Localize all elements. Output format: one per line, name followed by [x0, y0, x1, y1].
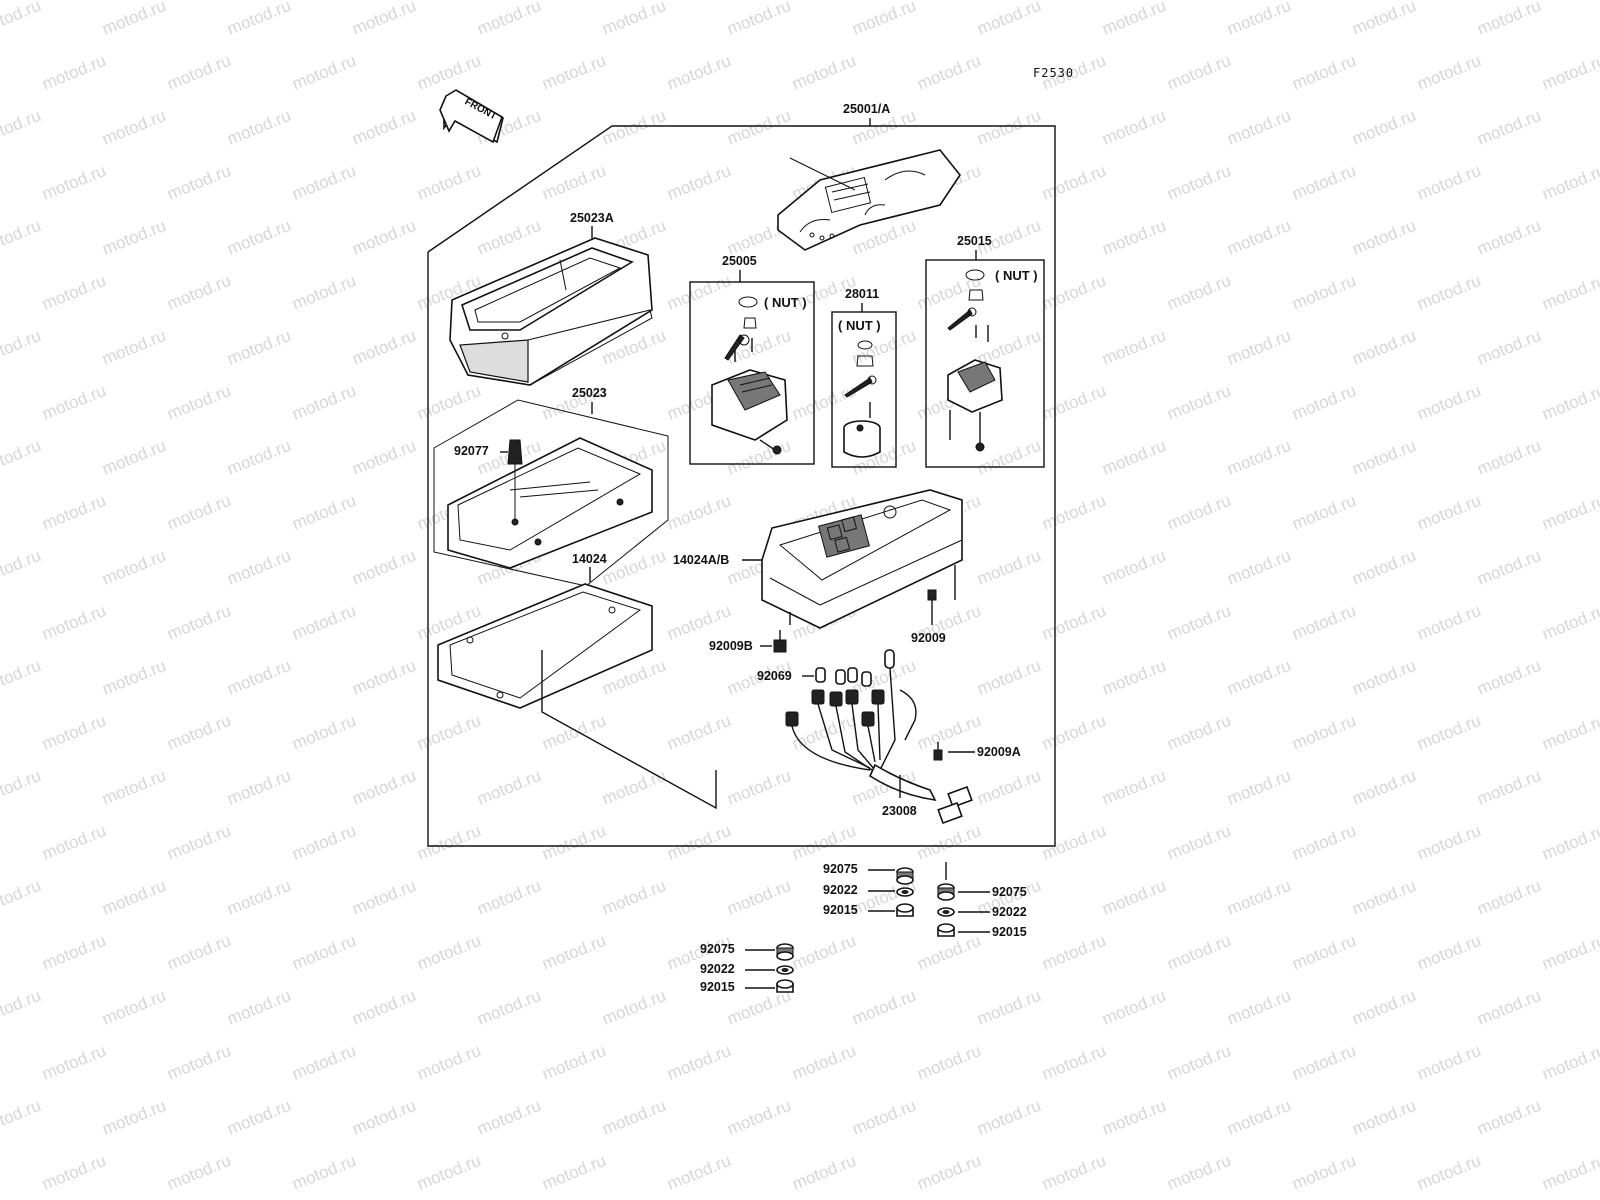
label-g1-92022: 92022	[823, 883, 858, 897]
meter-top-cover	[449, 237, 653, 386]
label-25023A: 25023A	[570, 211, 614, 225]
meter-lens	[447, 437, 653, 569]
label-g1-92075: 92075	[823, 862, 858, 876]
grommet-set-1-icon	[896, 867, 914, 917]
screw-92009B-icon	[773, 630, 787, 653]
nut-note-25005: ( NUT )	[764, 295, 807, 310]
screw-92077-icon	[507, 439, 523, 526]
wiring-harness-23008	[791, 667, 973, 825]
label-g3-92022: 92022	[700, 962, 735, 976]
label-g3-92075: 92075	[700, 942, 735, 956]
screw-92009-icon	[927, 589, 937, 625]
label-g2-92075: 92075	[992, 885, 1027, 899]
label-92009B: 92009B	[709, 639, 753, 653]
meter-case-14024AB	[761, 489, 963, 629]
figure-code: F2530	[1033, 66, 1074, 80]
label-14024: 14024	[572, 552, 607, 566]
grommet-set-3-icon	[776, 943, 794, 993]
tachometer-25005	[711, 317, 788, 455]
label-28011: 28011	[845, 287, 879, 301]
label-25015: 25015	[957, 234, 992, 248]
label-92009A: 92009A	[977, 745, 1021, 759]
meter-face-plate	[777, 149, 961, 251]
label-92077: 92077	[454, 444, 489, 458]
label-g2-92022: 92022	[992, 905, 1027, 919]
fuel-gauge-28011	[843, 340, 881, 458]
label-92069: 92069	[757, 669, 792, 683]
speedometer-25015	[947, 289, 1003, 452]
label-25005: 25005	[722, 254, 757, 268]
label-14024AB: 14024A/B	[673, 553, 729, 567]
label-25023: 25023	[572, 386, 607, 400]
nut-note-28011: ( NUT )	[838, 318, 881, 333]
label-g1-92015: 92015	[823, 903, 858, 917]
label-g2-92015: 92015	[992, 925, 1027, 939]
screw-92009A-icon	[933, 742, 943, 761]
grommet-set-2-icon	[937, 883, 955, 937]
gasket-14024	[437, 583, 653, 709]
nut-note-25015: ( NUT )	[995, 268, 1038, 283]
label-g3-92015: 92015	[700, 980, 735, 994]
label-25001A: 25001/A	[843, 102, 890, 116]
label-92009: 92009	[911, 631, 946, 645]
label-23008: 23008	[882, 804, 917, 818]
assembly-outline	[427, 118, 1056, 847]
front-arrow-icon: FRONT	[439, 89, 504, 144]
